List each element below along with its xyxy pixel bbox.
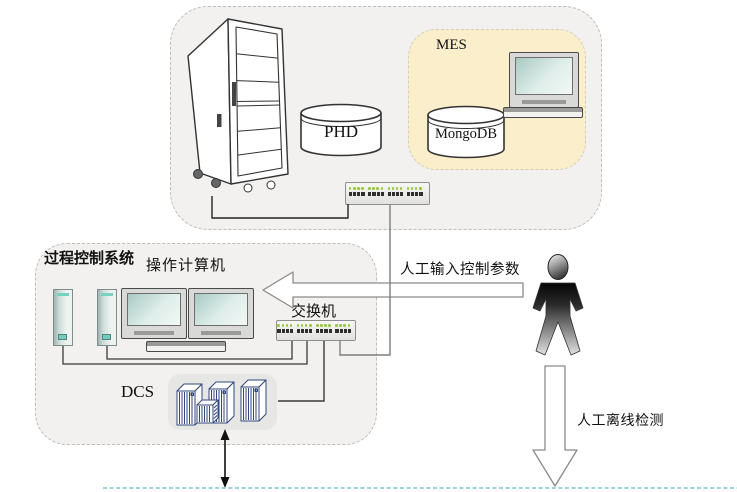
switch-label: 交换机 <box>291 304 337 320</box>
operator-computers-label: 操作计算机 <box>146 258 227 274</box>
person-icon <box>532 254 584 356</box>
tower-led-strip <box>57 293 69 296</box>
server-rack-icon <box>187 18 289 193</box>
manual-offline-label: 人工离线检测 <box>577 414 664 429</box>
mes-label: MES <box>436 37 467 53</box>
tower-indicator <box>58 334 67 340</box>
monitor-stand <box>522 100 566 104</box>
phd-database-icon <box>300 103 382 157</box>
process-control-title: 过程控制系统 <box>44 251 135 267</box>
monitor-screen <box>515 57 573 95</box>
phd-label: PHD <box>323 122 358 141</box>
dcs-controllers-icon <box>176 379 267 426</box>
tower-led-strip <box>101 293 113 296</box>
mes-workstation-icon <box>509 52 579 108</box>
mongodb-database-icon <box>427 105 505 159</box>
switch-leds <box>346 187 429 190</box>
monitor-screen <box>127 293 181 326</box>
monitor-stand <box>133 331 175 335</box>
mongodb-label: MongoDB <box>434 126 498 142</box>
tower-indicator <box>102 334 111 340</box>
manual-offline-arrow <box>532 365 578 487</box>
manual-input-label: 人工输入控制参数 <box>400 262 520 278</box>
switch-ports <box>346 192 429 196</box>
monitor-screen <box>194 293 248 326</box>
platform-switch-icon <box>345 182 430 205</box>
keyboard-icon <box>503 107 583 118</box>
controller-tower-icon <box>53 289 73 346</box>
monitor-stand <box>200 331 242 335</box>
controller-tower-icon <box>97 289 117 346</box>
network-switch-icon <box>276 320 356 341</box>
switch-leds <box>277 324 355 327</box>
operator-monitor-icon <box>121 288 187 339</box>
dcs-label: DCS <box>121 382 155 401</box>
switch-ports <box>277 329 355 333</box>
operator-monitor-icon <box>188 288 254 339</box>
keyboard-icon <box>146 341 226 352</box>
